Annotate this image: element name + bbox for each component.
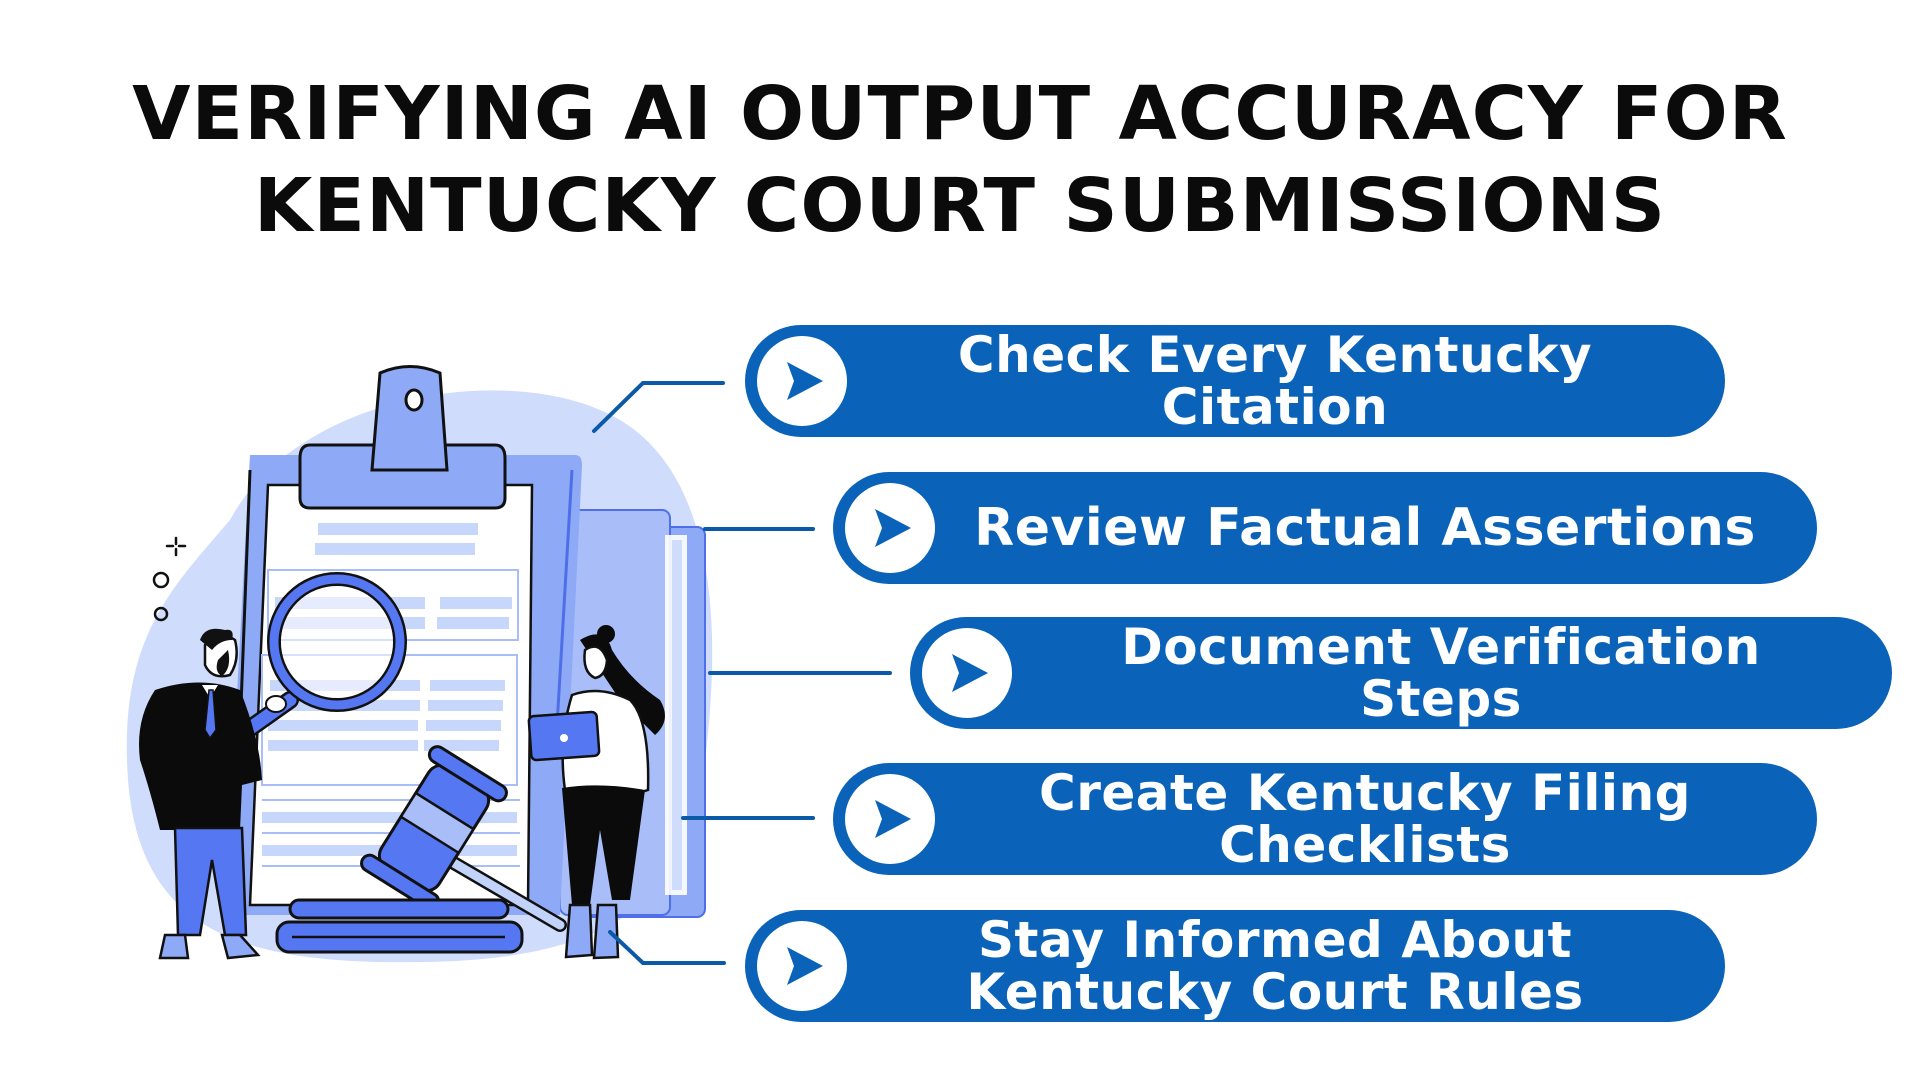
- connector-1: [592, 381, 725, 433]
- decor-circle-2: [153, 606, 169, 622]
- step-2-label: Review Factual Assertions: [953, 472, 1777, 584]
- step-4-filing-checklists: Create Kentucky Filing Checklists: [833, 763, 1817, 875]
- page-title: VERIFYING AI OUTPUT ACCURACY FOR KENTUCK…: [0, 68, 1920, 252]
- play-arrow-icon: [757, 336, 847, 426]
- step-3-label: Document Verification Steps: [1030, 617, 1852, 729]
- step-5-line-1: Stay Informed About: [977, 911, 1573, 969]
- step-2-review-assertions: Review Factual Assertions: [833, 472, 1817, 584]
- play-arrow-icon: [757, 921, 847, 1011]
- step-2-line-1: Review Factual Assertions: [974, 498, 1756, 558]
- sparkle-icon: [165, 536, 187, 557]
- step-1-label: Check Every Kentucky Citation: [865, 325, 1685, 437]
- step-3-document-verification: Document Verification Steps: [910, 617, 1892, 729]
- man-figure: [139, 628, 287, 960]
- title-line-1: VERIFYING AI OUTPUT ACCURACY FOR: [132, 71, 1788, 157]
- tablet-icon: [527, 710, 601, 762]
- step-5-line-2: Kentucky Court Rules: [966, 963, 1584, 1021]
- step-4-line-2: Checklists: [1219, 816, 1511, 874]
- step-1-line-2: Citation: [1161, 378, 1389, 436]
- play-arrow-icon: [922, 628, 1012, 718]
- step-4-line-1: Create Kentucky Filing: [1039, 764, 1691, 822]
- connector-5: [608, 930, 726, 965]
- gavel-icon: [275, 745, 567, 954]
- woman-figure: [527, 625, 665, 960]
- step-1-line-1: Check Every Kentucky: [957, 326, 1593, 384]
- step-3-line-1: Document Verification: [1121, 618, 1761, 676]
- connector-lines: [592, 381, 892, 965]
- step-3-line-2: Steps: [1360, 670, 1522, 728]
- step-1-check-citation: Check Every Kentucky Citation: [745, 325, 1725, 437]
- step-5-label: Stay Informed About Kentucky Court Rules: [865, 910, 1685, 1022]
- step-4-label: Create Kentucky Filing Checklists: [953, 763, 1777, 875]
- play-arrow-icon: [845, 483, 935, 573]
- decor-circle-1: [152, 571, 170, 589]
- step-5-court-rules: Stay Informed About Kentucky Court Rules: [745, 910, 1725, 1022]
- title-line-2: KENTUCKY COURT SUBMISSIONS: [253, 163, 1667, 249]
- play-arrow-icon: [845, 774, 935, 864]
